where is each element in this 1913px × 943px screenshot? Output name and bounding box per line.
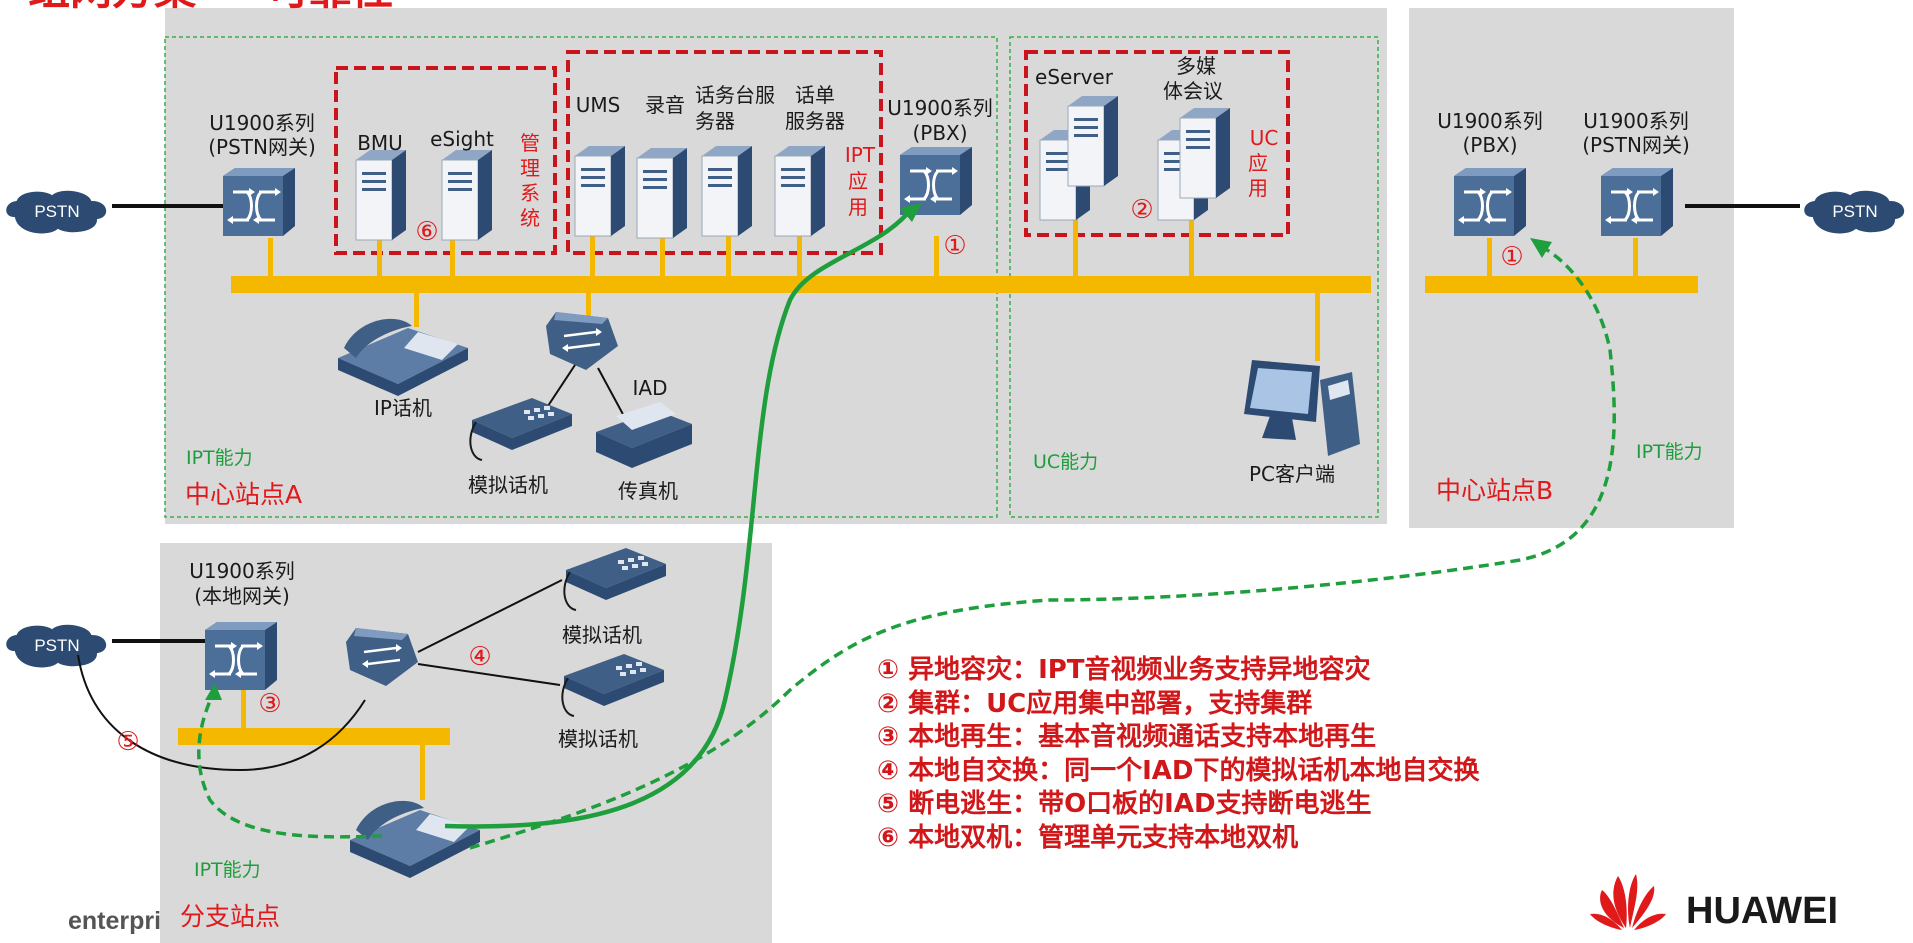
pc-client [1244,360,1360,456]
marker-1-site-b: ① [1500,242,1523,272]
marker-6: ⑥ [415,217,438,247]
ums-server [574,145,626,237]
huawei-logo: HUAWEI [1590,874,1838,932]
branch-gateway-label-1: U1900系列 [189,559,295,583]
analog-phone-branch-1-label: 模拟话机 [562,623,642,647]
legend-item-2: ② 集群：UC应用集中部署，支持集群 [877,688,1312,719]
mgmt-label-1: 管 [520,131,540,155]
branch-gateway-label-2: (本地网关) [194,584,290,608]
branch-gateway [203,620,279,692]
uc-app-label-1: UC [1250,126,1279,150]
branch-bus [178,690,450,800]
ipt-app-label-1: IPT [845,143,876,167]
legend-item-5: ⑤ 断电逃生：带O口板的IAD支持断电逃生 [877,788,1372,819]
conference-label-1: 多媒 [1176,54,1216,78]
pbx-b-label-2: (PBX) [1462,133,1517,157]
marker-4: ④ [468,642,491,672]
analog-phone-a-label: 模拟话机 [468,473,548,497]
legend-item-1: ① 异地容灾：IPT音视频业务支持异地容灾 [877,654,1371,685]
recording-label: 录音 [645,93,685,117]
ums-label: UMS [576,93,621,117]
local-survival-link [197,689,383,839]
fax-a [596,402,692,468]
uc-app-label-2: 应 [1248,151,1268,175]
marker-5: ⑤ [116,727,139,757]
pstn-cloud-branch: PSTN [4,622,109,670]
conference-server-2 [1179,107,1231,199]
mgmt-system-group [334,66,557,255]
pstn-gateway-a [221,166,297,238]
svg-text:PSTN: PSTN [1832,202,1877,221]
marker-2: ② [1130,195,1153,225]
uc-app-label-3: 用 [1248,176,1268,200]
pbx-b [1452,166,1528,238]
legend-item-4: ④ 本地自交换：同一个IAD下的模拟话机本地自交换 [877,755,1480,786]
pstn-gateway-a-label-1: U1900系列 [209,111,315,135]
ipt-app-label-2: 应 [848,169,868,193]
legend-item-3: ③ 本地再生：基本音视频通话支持本地再生 [877,721,1376,752]
legend-item-6: ⑥ 本地双机：管理单元支持本地双机 [877,823,1298,853]
site-b-ipt-capability: IPT能力 [1636,441,1703,463]
pc-client-label: PC客户端 [1249,462,1335,486]
branch-site-name: 分支站点 [180,902,280,931]
esight-server [441,149,493,241]
pbx-a-label-2: (PBX) [912,121,967,145]
uc-capability: UC能力 [1033,451,1098,473]
pstn-gateway-b-label-2: (PSTN网关) [1582,133,1690,157]
remote-ipt-link [469,241,1616,850]
eserver-label: eServer [1035,65,1114,89]
brand-text: HUAWEI [1686,890,1838,932]
footer-text: enterpri [68,907,161,935]
site-b-bus [1425,238,1698,293]
pstn-cloud-left: PSTN [4,188,109,236]
site-a-panel [164,8,1387,524]
arrow-head-pbx-b [1530,238,1552,258]
console-label-1: 话务台服 [695,83,775,107]
marker-3: ③ [258,689,281,719]
marker-1-site-a: ① [943,231,966,261]
disaster-recovery-link [444,206,914,829]
fax-label: 传真机 [618,479,678,503]
svg-text:PSTN: PSTN [34,202,79,221]
pbx-b-label-1: U1900系列 [1437,109,1543,133]
arrow-head-branch [205,683,222,700]
power-failure-line [77,654,366,772]
site-b-panel [1409,8,1734,528]
mgmt-label-3: 系 [520,181,540,205]
eserver-2 [1067,95,1119,187]
ipt-app-label-3: 用 [848,195,868,219]
branch-ipt-capability: IPT能力 [194,859,261,881]
pstn-gateway-b [1599,166,1675,238]
cdr-server [774,145,826,237]
pbx-a [898,145,974,217]
site-b-name: 中心站点B [1436,476,1553,505]
mgmt-label-4: 统 [520,206,540,230]
svg-text:PSTN: PSTN [34,636,79,655]
ip-phone-label: IP话机 [374,396,432,420]
legend: ① 异地容灾：IPT音视频业务支持异地容灾 ② 集群：UC应用集中部署，支持集群… [877,654,1480,853]
analog-phone-branch-2-label: 模拟话机 [558,727,638,751]
ipt-app-group [566,50,883,255]
pstn-gateway-b-label-1: U1900系列 [1583,109,1689,133]
pstn-gateway-a-label-2: (PSTN网关) [208,135,316,159]
console-label-2: 务器 [695,109,735,133]
bmu-server [355,149,407,241]
page-title: 组网方案 — 可靠性 [28,0,393,14]
esight-label: eSight [430,127,494,151]
arrow-head-pbx-a [900,203,922,222]
uc-app-group [1024,50,1290,237]
console-server [701,145,753,237]
iad-label: IAD [633,376,668,400]
cdr-label-1: 话单 [795,83,835,107]
pstn-cloud-right: PSTN [1802,188,1907,236]
bmu-label: BMU [357,131,403,155]
mgmt-label-2: 理 [520,156,540,180]
conference-label-2: 体会议 [1163,79,1223,103]
site-a-name: 中心站点A [185,480,302,509]
site-a-ipt-capability: IPT能力 [186,447,253,469]
cdr-label-2: 服务器 [785,109,845,133]
recording-server [636,147,688,239]
pbx-a-label-1: U1900系列 [887,96,993,120]
